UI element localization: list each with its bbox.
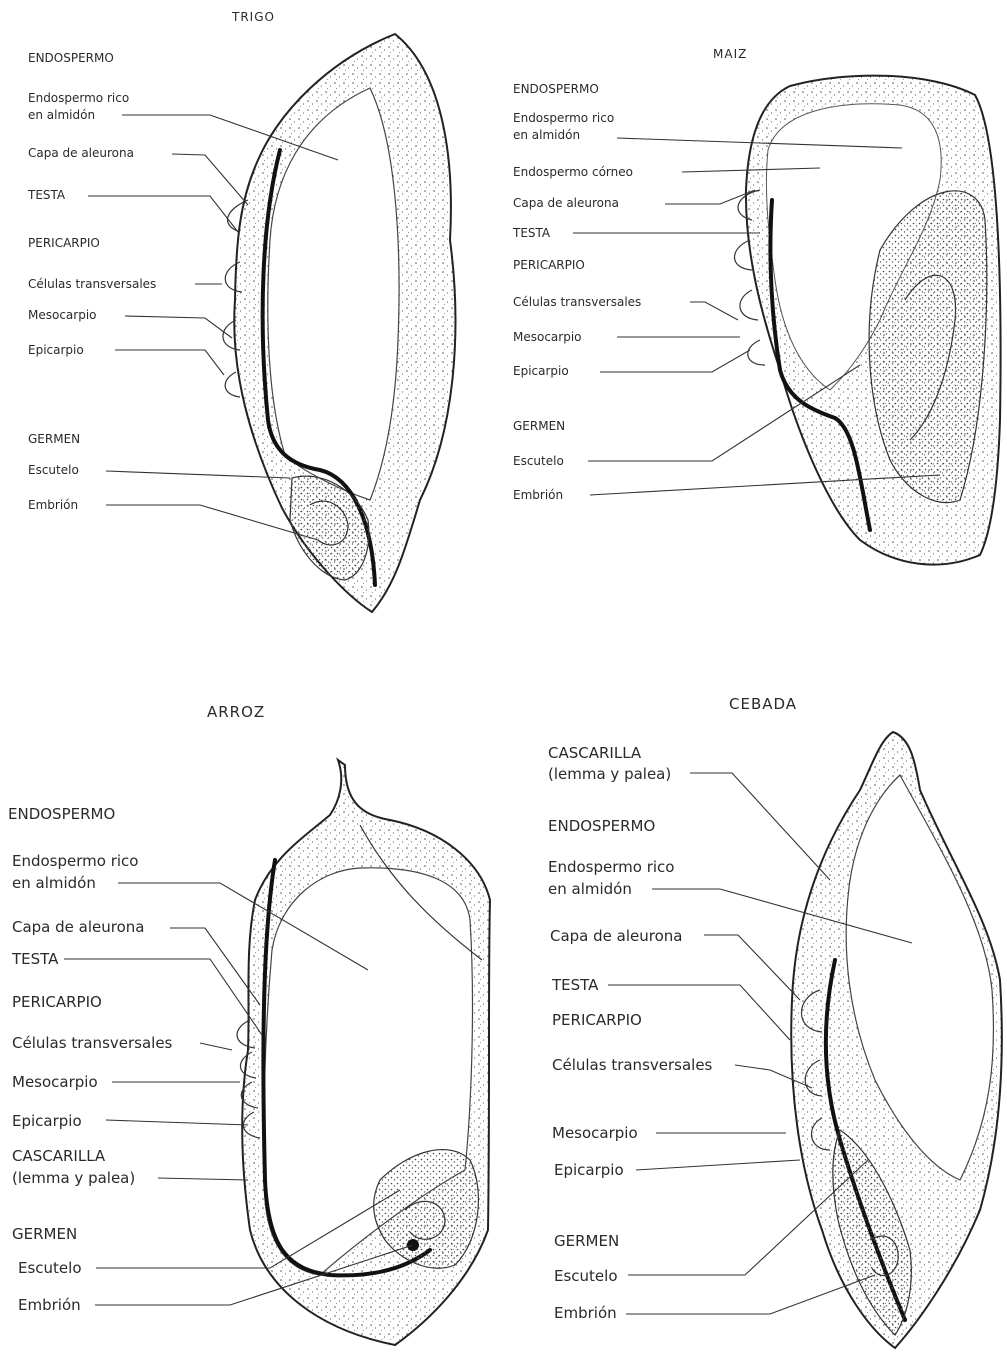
trigo-label-endospermo: ENDOSPERMO	[28, 51, 114, 65]
arroz-label-testa: TESTA	[11, 950, 59, 968]
panel-title-trigo: TRIGO	[231, 10, 275, 24]
maiz-label-epicarpio: Epicarpio	[513, 364, 569, 378]
cebada-label-pericarpio: PERICARPIO	[552, 1011, 642, 1029]
cebada-label-endospermo-rico: Endospermo rico	[548, 858, 674, 876]
barley-grain-drawing	[791, 732, 1002, 1348]
trigo-label-mesocarpio: Mesocarpio	[28, 308, 97, 322]
maiz-label-endospermo: ENDOSPERMO	[513, 82, 599, 96]
cebada-label-germen: GERMEN	[554, 1232, 619, 1250]
arroz-label-endospermo-rico: Endospermo rico	[12, 852, 138, 870]
panel-maiz: MAIZ ENDOSPERMO Endospermo rico en almid…	[512, 47, 1001, 565]
trigo-label-pericarpio: PERICARPIO	[28, 236, 100, 250]
panel-trigo: TRIGO ENDOSPERMO Endospermo rico en almi…	[27, 10, 455, 612]
cebada-label-capa-aleurona: Capa de aleurona	[550, 927, 682, 945]
trigo-label-epicarpio: Epicarpio	[28, 343, 84, 357]
panel-arroz: ARROZ ENDOSPERMO Endospermo rico en almi…	[8, 703, 490, 1345]
trigo-label-celulas: Células transversales	[28, 277, 156, 291]
maiz-label-en-almidon: en almidón	[513, 128, 580, 142]
maize-grain-drawing	[735, 76, 1001, 565]
arroz-label-mesocarpio: Mesocarpio	[12, 1073, 98, 1091]
trigo-label-en-almidon: en almidón	[28, 108, 95, 122]
cebada-label-cascarilla: CASCARILLA	[548, 744, 642, 762]
cebada-label-lemma-palea: (lemma y palea)	[548, 765, 671, 783]
trigo-label-escutelo: Escutelo	[28, 463, 79, 477]
arroz-label-capa-aleurona: Capa de aleurona	[12, 918, 144, 936]
maiz-label-escutelo: Escutelo	[513, 454, 564, 468]
cebada-label-endospermo: ENDOSPERMO	[548, 817, 655, 835]
cebada-label-celulas: Células transversales	[552, 1056, 713, 1074]
cebada-label-testa: TESTA	[551, 976, 599, 994]
trigo-label-germen: GERMEN	[28, 432, 80, 446]
trigo-label-embrion: Embrión	[28, 498, 78, 512]
trigo-label-testa: TESTA	[27, 188, 66, 202]
maiz-label-embrion: Embrión	[513, 488, 563, 502]
trigo-label-endospermo-rico: Endospermo rico	[28, 91, 129, 105]
arroz-label-epicarpio: Epicarpio	[12, 1112, 82, 1130]
panel-title-maiz: MAIZ	[713, 47, 747, 61]
cebada-label-mesocarpio: Mesocarpio	[552, 1124, 638, 1142]
panel-title-cebada: CEBADA	[729, 695, 797, 713]
panel-title-arroz: ARROZ	[207, 703, 265, 721]
cebada-label-en-almidon: en almidón	[548, 880, 632, 898]
arroz-label-celulas: Células transversales	[12, 1034, 173, 1052]
trigo-label-capa-aleurona: Capa de aleurona	[28, 146, 134, 160]
maiz-label-capa-aleurona: Capa de aleurona	[513, 196, 619, 210]
maiz-label-germen: GERMEN	[513, 419, 565, 433]
arroz-label-endospermo: ENDOSPERMO	[8, 805, 115, 823]
maiz-label-endospermo-corneo: Endospermo córneo	[513, 165, 633, 179]
maiz-label-endospermo-rico: Endospermo rico	[513, 111, 614, 125]
maiz-label-mesocarpio: Mesocarpio	[513, 330, 582, 344]
panel-cebada: CEBADA CASCARILLA (lemma y palea) ENDOSP…	[548, 695, 1002, 1348]
cebada-label-epicarpio: Epicarpio	[554, 1161, 624, 1179]
maiz-label-testa: TESTA	[512, 226, 551, 240]
arroz-label-cascarilla: CASCARILLA	[12, 1147, 106, 1165]
cebada-label-escutelo: Escutelo	[554, 1267, 618, 1285]
cebada-label-embrion: Embrión	[554, 1304, 617, 1322]
arroz-label-lemma-palea: (lemma y palea)	[12, 1169, 135, 1187]
arroz-label-escutelo: Escutelo	[18, 1259, 82, 1277]
arroz-label-pericarpio: PERICARPIO	[12, 993, 102, 1011]
rice-grain-drawing	[237, 760, 490, 1345]
maiz-label-pericarpio: PERICARPIO	[513, 258, 585, 272]
maiz-label-celulas: Células transversales	[513, 295, 641, 309]
arroz-label-embrion: Embrión	[18, 1296, 81, 1314]
wheat-grain-drawing	[223, 34, 455, 612]
arroz-label-en-almidon: en almidón	[12, 874, 96, 892]
arroz-label-germen: GERMEN	[12, 1225, 77, 1243]
